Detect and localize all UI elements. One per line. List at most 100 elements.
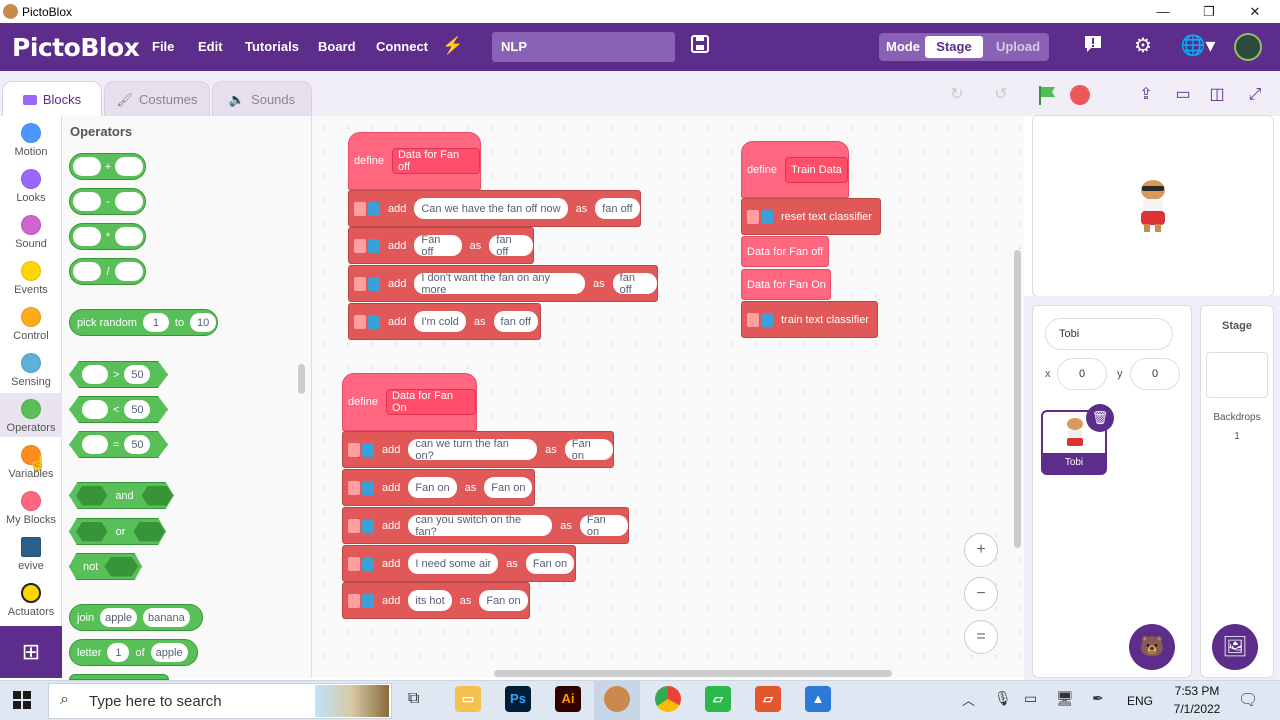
microphone-icon[interactable]: 🎙 [994,690,1012,706]
add-sample-block[interactable]: add can you switch on the fan? as Fan on [342,507,629,544]
mode-upload-button[interactable]: Upload [995,39,1041,54]
zoom-reset-button[interactable]: = [964,620,998,654]
call-fan-on-block[interactable]: Data for Fan On [741,269,831,300]
palette-scrollbar[interactable] [298,364,305,394]
pen-icon[interactable]: ✒ [1092,690,1104,706]
bool-slot[interactable] [141,485,173,506]
chevron-up-icon[interactable]: ︿ [962,693,976,708]
add-sprite-button[interactable]: 🐻 [1129,624,1175,670]
category-evive[interactable]: evive [0,537,62,572]
category-actuators[interactable]: Actuators [0,583,62,618]
letter-of-block[interactable]: letter 1 of apple [69,639,198,666]
category-sensing[interactable]: Sensing [0,353,62,388]
category-my-blocks[interactable]: My Blocks [0,491,62,526]
zoom-in-button[interactable]: + [964,533,998,567]
category-variables[interactable]: Variables [0,445,62,480]
operator-subtract-block[interactable]: - [69,188,146,215]
compare-right-input[interactable]: 50 [124,400,151,419]
small-stage-icon[interactable]: ▭ [1175,86,1191,103]
pictoblox-taskbar-icon[interactable] [604,686,630,712]
plug-icon[interactable]: ⚡ [442,36,464,55]
category-operators[interactable]: Operators [0,399,62,434]
category-looks[interactable]: Looks [0,169,62,204]
pictoblox-logo[interactable]: PictoBlox [12,33,140,62]
join-input-b[interactable]: banana [143,608,190,627]
compare-left-input[interactable] [82,400,108,419]
upload-icon[interactable]: ⇪ [1139,86,1153,103]
compare-left-input[interactable] [82,365,108,384]
class-input[interactable]: Fan on [564,438,613,462]
tab-blocks[interactable]: Blocks [2,81,102,117]
define-fan-off-hat[interactable]: define Data for Fan off [348,132,481,190]
add-sample-block[interactable]: add I'm cold as fan off [348,303,541,340]
operator-add-block[interactable]: + [69,153,146,180]
operator-multiply-block[interactable]: * [69,223,146,250]
notification-icon[interactable]: 🗨 [1238,692,1259,709]
category-sound[interactable]: Sound [0,215,62,250]
add-sample-block[interactable]: add can we turn the fan on? as Fan on [342,431,614,468]
sample-text-input[interactable]: Can we have the fan off now [414,198,568,219]
add-sample-block[interactable]: add Fan off as fan off [348,227,534,264]
zoom-out-button[interactable]: − [964,577,998,611]
bool-slot[interactable] [76,521,108,542]
fullscreen-icon[interactable]: ⤢ [1248,86,1262,103]
equals-block[interactable]: =50 [69,431,168,458]
category-events[interactable]: Events [0,261,62,296]
define-train-data-hat[interactable]: define Train Data [741,141,849,198]
photos-icon[interactable]: ▲ [805,686,831,712]
class-input[interactable]: Fan on [525,553,575,574]
call-fan-off-block[interactable]: Data for Fan off [741,236,829,267]
reset-text-classifier-block[interactable]: reset text classifier [741,198,881,235]
network-icon[interactable]: 🖥 [1056,690,1074,706]
tab-sounds[interactable]: 🔈 Sounds [212,81,312,117]
partial-block[interactable] [69,674,169,680]
less-than-block[interactable]: <50 [69,396,168,423]
class-input[interactable]: Fan on [479,590,528,611]
letter-index-input[interactable]: 1 [107,643,130,662]
menu-connect[interactable]: Connect [376,39,428,54]
train-text-classifier-block[interactable]: train text classifier [741,301,878,338]
tab-costumes[interactable]: 🖌 Costumes [104,81,210,117]
camtasia-icon[interactable]: ▱ [705,686,731,712]
menu-board[interactable]: Board [318,39,356,54]
class-input[interactable]: fan off [489,234,533,258]
sample-text-input[interactable]: can we turn the fan on? [408,438,538,462]
operator-divide-block[interactable]: / [69,258,146,285]
globe-icon[interactable]: 🌐▾ [1180,35,1216,57]
task-view-icon[interactable]: ⧉ [408,690,420,707]
category-control[interactable]: Control [0,307,62,342]
x-input[interactable]: 0 [1057,358,1107,390]
photoshop-icon[interactable]: Ps [505,686,531,712]
sprite-name-input[interactable]: Tobi [1045,318,1173,350]
bool-slot[interactable] [76,485,108,506]
menu-edit[interactable]: Edit [198,39,223,54]
add-sample-block[interactable]: add I don't want the fan on any more as … [348,265,658,302]
alert-icon[interactable] [1081,34,1105,58]
class-input[interactable]: fan off [595,198,640,219]
sample-text-input[interactable]: I need some air [408,553,499,574]
compare-right-input[interactable]: 50 [124,435,151,454]
illustrator-icon[interactable]: Ai [555,686,581,712]
mode-stage-button[interactable]: Stage [925,36,983,58]
sample-text-input[interactable]: Fan off [414,234,462,258]
sample-text-input[interactable]: can you switch on the fan? [408,514,553,538]
add-sample-block[interactable]: add its hot as Fan on [342,582,530,619]
operand-b[interactable] [115,157,143,176]
close-button[interactable]: ✕ [1249,3,1261,19]
save-icon[interactable] [688,34,712,58]
file-explorer-icon[interactable]: ▭ [455,686,481,712]
avatar[interactable] [1234,33,1262,61]
class-input[interactable]: fan off [612,272,657,296]
pick-random-block[interactable]: pick random 1 to 10 [69,309,218,336]
language-indicator[interactable]: ENG [1127,694,1154,708]
class-input[interactable]: Fan on [484,477,533,498]
green-flag-icon[interactable] [1036,84,1058,106]
class-input[interactable]: Fan on [579,514,628,538]
battery-icon[interactable]: ▭ [1024,690,1038,706]
trash-icon[interactable]: 🗑 [1086,404,1114,432]
and-block[interactable]: and [69,482,174,509]
join-block[interactable]: join apple banana [69,604,203,631]
add-backdrop-button[interactable]: 🖼 [1212,624,1258,670]
add-extension-button[interactable]: ⊞ [0,626,62,678]
recorder-icon[interactable]: ▱ [755,686,781,712]
